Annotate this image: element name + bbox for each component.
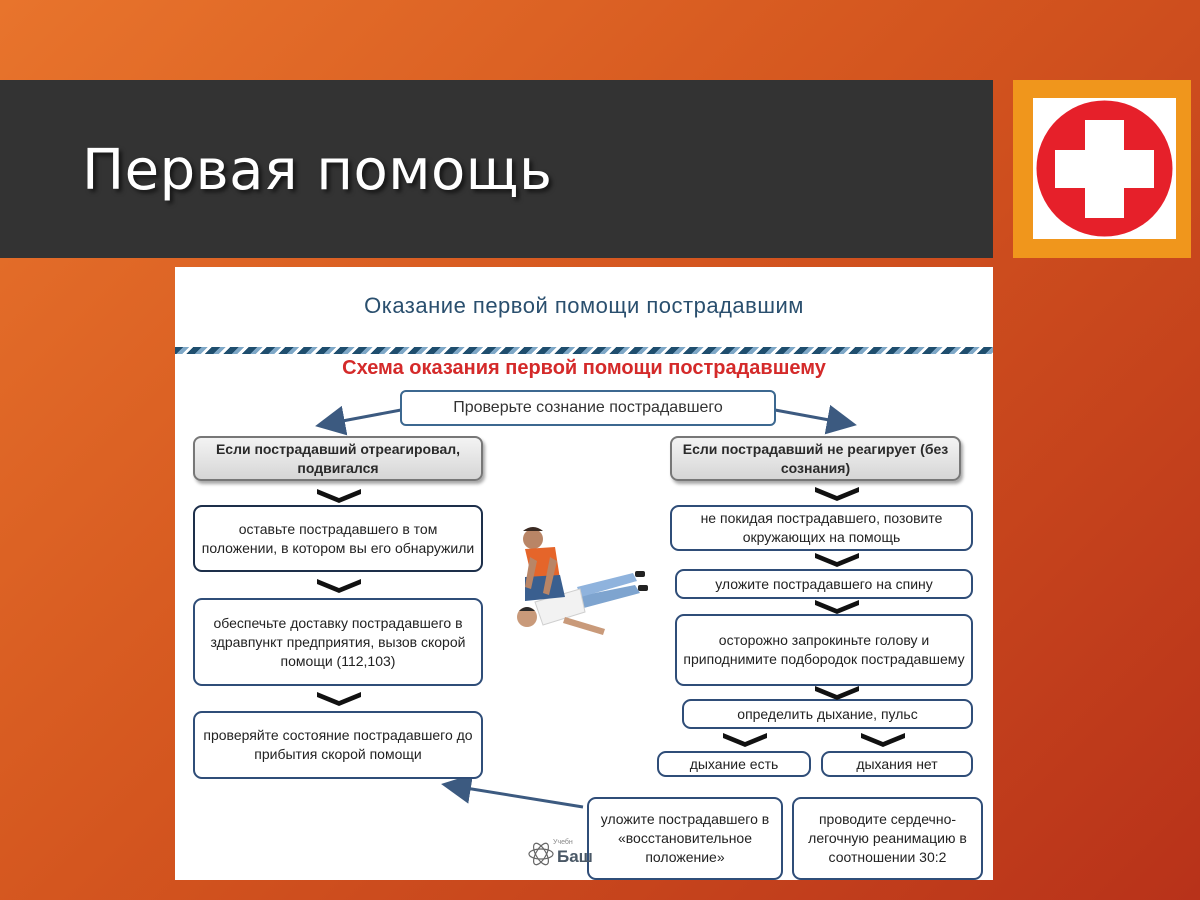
right-step-4: определить дыхание, пульс bbox=[682, 699, 973, 729]
diagram-panel: Оказание первой помощи пострадавшим Схем… bbox=[175, 267, 993, 880]
chevron-down-icon bbox=[317, 579, 361, 593]
connector-arrows bbox=[315, 404, 857, 809]
breathing-no-box: дыхания нет bbox=[821, 751, 973, 777]
recovery-position-box: уложите пострадавшего в «восстановительн… bbox=[587, 797, 783, 880]
header-divider bbox=[175, 347, 993, 354]
chevron-down-icon bbox=[815, 686, 859, 700]
question-box: Проверьте сознание пострадавшего bbox=[400, 390, 776, 426]
cpr-box: проводите сердечно-легочную реанимацию в… bbox=[792, 797, 983, 880]
slide-title: Первая помощь bbox=[82, 138, 553, 203]
first-aid-illustration bbox=[517, 527, 648, 635]
arrow-to-right-branch bbox=[774, 404, 857, 435]
right-step-1: не покидая пострадавшего, позовите окруж… bbox=[670, 505, 973, 551]
arrow-recovery-to-monitor bbox=[441, 774, 584, 809]
left-step-3: проверяйте состояние пострадавшего до пр… bbox=[193, 711, 483, 779]
logo-background bbox=[1033, 98, 1176, 239]
publisher-name: Баш bbox=[557, 847, 593, 866]
chevron-down-icon bbox=[861, 733, 905, 747]
left-condition: Если пострадавший отреагировал, подвигал… bbox=[193, 436, 483, 481]
right-step-2: уложите пострадавшего на спину bbox=[675, 569, 973, 599]
chevron-down-icon bbox=[815, 487, 859, 501]
title-bar bbox=[0, 80, 993, 258]
chevron-down-icon bbox=[317, 489, 361, 503]
panel-header: Оказание первой помощи пострадавшим bbox=[364, 293, 804, 318]
scheme-title: Схема оказания первой помощи пострадавше… bbox=[342, 357, 826, 379]
publisher-caption: Учебн bbox=[553, 839, 573, 846]
publisher-logo-icon bbox=[528, 842, 554, 866]
chevron-down-icon bbox=[317, 692, 361, 706]
right-condition: Если пострадавший не реагирует (без созн… bbox=[670, 436, 961, 481]
right-step-3: осторожно запрокиньте голову и приподним… bbox=[675, 614, 973, 686]
red-cross-icon bbox=[1036, 100, 1173, 237]
arrow-to-left-branch bbox=[315, 405, 402, 436]
left-step-2: обеспечьте доставку пострадавшего в здра… bbox=[193, 598, 483, 686]
chevron-down-icon bbox=[723, 733, 767, 747]
left-step-1: оставьте пострадавшего в том положении, … bbox=[193, 505, 483, 572]
chevron-down-icon bbox=[815, 553, 859, 567]
chevron-down-icon bbox=[815, 600, 859, 614]
breathing-yes-box: дыхание есть bbox=[657, 751, 811, 777]
